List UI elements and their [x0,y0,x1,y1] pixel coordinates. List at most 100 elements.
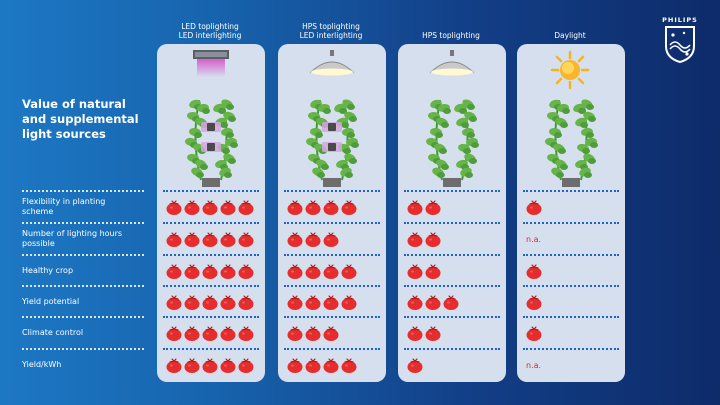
column-title-hps: HPS toplighting [422,31,480,40]
score-tomatoes [166,232,254,247]
panel-row-divider [404,285,500,287]
row-label: Yield potential [22,297,80,306]
score-tomatoes [287,295,357,310]
score-tomatoes [166,358,254,373]
panel-row-divider [163,316,259,318]
tomato-icon [425,200,441,215]
tomato-icon [323,264,339,279]
tomato-icon [443,295,459,310]
row-label: Climate control [22,328,84,337]
hps-lamp-icon [429,50,475,76]
tomato-icon [407,232,423,247]
score-tomatoes [526,200,542,215]
tomato-icon [287,295,303,310]
tomato-icon [166,295,182,310]
tomato-icon [238,232,254,247]
panel-row-divider [523,348,619,350]
not-applicable-label: n.a. [526,235,542,244]
score-tomatoes [526,326,542,341]
tomato-icon [238,295,254,310]
score-tomatoes [166,264,254,279]
tomato-icon [166,232,182,247]
tomato-icon [323,358,339,373]
tomato-icon [202,264,218,279]
score-tomatoes [287,326,339,341]
score-tomatoes [287,232,339,247]
tomato-icon [202,326,218,341]
tomato-icon [341,295,357,310]
tomato-icon [166,358,182,373]
tomato-icon [238,200,254,215]
score-tomatoes [166,326,254,341]
tomato-icon [220,200,236,215]
row-separator [22,254,144,256]
led-lamp-icon [193,50,229,77]
panel-row-divider [163,285,259,287]
brand-name: PHILIPS [662,16,698,24]
tomato-icon [526,264,542,279]
score-tomatoes [287,200,357,215]
panel-row-divider [284,222,380,224]
panel-row-divider [404,222,500,224]
tomato-plant-icon [422,92,482,191]
tomato-icon [287,326,303,341]
tomato-icon [184,200,200,215]
score-tomatoes [407,326,441,341]
panel-row-divider [404,316,500,318]
tomato-icon [220,264,236,279]
tomato-icon [166,200,182,215]
tomato-icon [323,200,339,215]
panel-row-divider [404,348,500,350]
tomato-icon [184,326,200,341]
tomato-icon [425,326,441,341]
panel-row-divider [284,190,380,192]
column-title-daylight: Daylight [554,31,586,40]
score-tomatoes [407,295,459,310]
score-tomatoes [407,264,441,279]
panel-row-divider [284,348,380,350]
score-tomatoes [407,358,423,373]
tomato-icon [220,295,236,310]
row-separator [22,285,144,287]
tomato-icon [166,326,182,341]
tomato-icon [287,264,303,279]
tomato-icon [526,326,542,341]
tomato-icon [305,358,321,373]
tomato-icon [202,232,218,247]
score-tomatoes [287,264,357,279]
tomato-icon [407,295,423,310]
tomato-icon [341,264,357,279]
tomato-plant-icon [181,92,241,191]
tomato-icon [425,232,441,247]
tomato-icon [305,200,321,215]
row-separator [22,190,144,192]
panel-row-divider [284,254,380,256]
tomato-icon [202,295,218,310]
tomato-plant-icon [541,92,601,191]
row-separator [22,316,144,318]
tomato-icon [220,232,236,247]
tomato-icon [305,326,321,341]
score-tomatoes [166,295,254,310]
row-label: Yield/kWh [22,360,62,369]
tomato-icon [407,264,423,279]
philips-logo: PHILIPS [662,16,698,68]
score-tomatoes [407,232,441,247]
score-tomatoes [407,200,441,215]
row-separator [22,222,144,224]
not-applicable-label: n.a. [526,361,542,370]
hps-lamp-icon [309,50,355,76]
tomato-icon [323,295,339,310]
panel-row-divider [163,254,259,256]
tomato-icon [425,295,441,310]
tomato-icon [220,358,236,373]
panel-row-divider [163,222,259,224]
tomato-icon [341,358,357,373]
tomato-icon [305,295,321,310]
philips-shield-icon [665,26,695,64]
panel-row-divider [284,316,380,318]
panel-row-divider [163,190,259,192]
panel-row-divider [523,285,619,287]
panel-row-divider [523,316,619,318]
